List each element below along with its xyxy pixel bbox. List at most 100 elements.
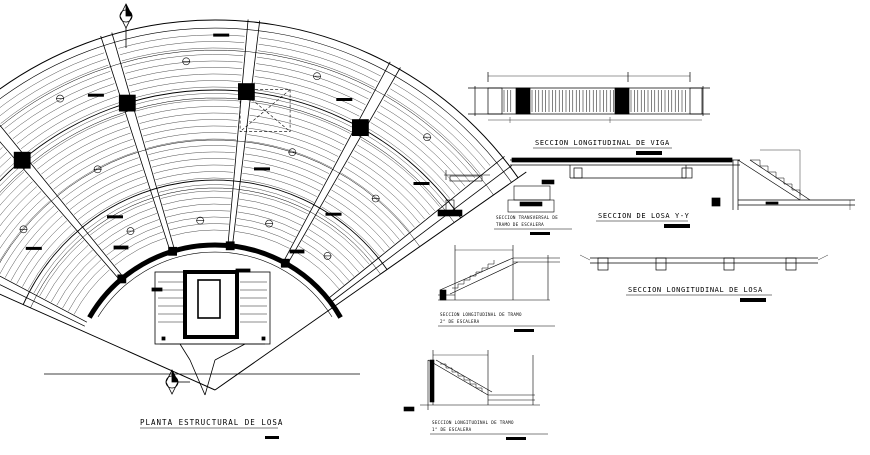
slab-joist — [94, 206, 155, 241]
slab-joist — [324, 201, 385, 253]
slab-joist — [373, 116, 461, 191]
slab-joist — [86, 194, 151, 230]
slab-joist — [364, 133, 445, 203]
slab-joist — [305, 234, 355, 277]
slab-joist — [0, 58, 107, 116]
slab-joist — [337, 178, 405, 236]
slab-long-section-drawing — [579, 254, 829, 271]
plan-edge-line — [214, 171, 527, 391]
section-viga-title: SECCION LONGITUDINAL DE VIGA — [535, 139, 670, 147]
plan-scale-bar — [265, 436, 279, 439]
section-losa-long-title: SECCION LONGITUDINAL DE LOSA — [628, 286, 763, 294]
slab-joist — [49, 139, 133, 185]
slab-joist — [68, 264, 106, 312]
slab-joist — [169, 223, 229, 230]
slab-joist — [69, 169, 143, 210]
slab-opening-diagonal — [239, 89, 291, 132]
stair-column — [168, 246, 178, 256]
slab-joist — [65, 163, 141, 205]
section-tramo1-line1: SECCION LONGITUDINAL DE TRAMO — [432, 420, 514, 425]
ring-beam-arc — [0, 49, 494, 196]
slab-joist — [256, 56, 372, 94]
radial-beam-line — [0, 275, 88, 323]
slab-joist — [45, 132, 131, 180]
radial-beam-line — [227, 19, 249, 246]
slab-joist — [135, 99, 240, 112]
section-marker-top — [119, 3, 133, 48]
slab-joist — [354, 150, 430, 216]
slab-joist — [16, 220, 67, 284]
structural-column — [118, 94, 136, 112]
slab-joist — [240, 185, 311, 209]
slab-joist — [252, 95, 354, 128]
inner-curved-beam — [87, 242, 343, 319]
slab-joist — [0, 171, 25, 196]
slab-joist — [0, 161, 16, 177]
slab-joist — [244, 153, 327, 180]
ring-beam-arc — [0, 27, 512, 183]
slab-joist — [155, 171, 234, 180]
radial-beam-line — [232, 20, 261, 247]
slab-joist — [20, 95, 119, 149]
slab-joist — [239, 198, 305, 220]
slab-joist — [357, 144, 435, 211]
slab-joist — [22, 225, 72, 287]
slab-joist — [132, 86, 241, 99]
slab-joist — [0, 52, 105, 108]
slab-joist — [242, 173, 317, 197]
slab-joist — [295, 251, 340, 290]
slab-joist — [102, 219, 159, 251]
slab-joist — [171, 229, 229, 237]
slab-joist — [127, 67, 243, 80]
dimension-tag — [107, 215, 123, 219]
section-transversal-line1: SECCION TRANSVERSAL DE — [496, 215, 558, 220]
slab-joist — [257, 50, 375, 88]
radial-beam-line — [100, 35, 171, 253]
ring-beam-arc — [22, 179, 388, 305]
slab-joist — [315, 217, 370, 265]
section-losa-yy-title: SECCION DE LOSA Y-Y — [598, 212, 690, 220]
slab-joist — [347, 161, 420, 224]
beam-stirrups — [503, 90, 686, 112]
slab-joist — [123, 54, 244, 68]
slab-joist — [308, 229, 360, 273]
slab-joist — [121, 47, 244, 62]
slab-joist — [157, 177, 233, 187]
slab-joist — [158, 184, 233, 193]
section-losa-yy-scale-bar — [664, 224, 690, 228]
radial-beam-line — [0, 141, 121, 281]
slab-joist — [146, 138, 237, 149]
radial-beam-line — [0, 284, 85, 327]
slab-joist — [0, 152, 8, 159]
slab-joist — [8, 77, 113, 134]
slab-joist — [144, 132, 237, 143]
slab-joist — [248, 127, 339, 157]
slab-joist — [29, 108, 123, 160]
slab-joist — [73, 176, 145, 215]
dimension-tag — [336, 98, 353, 101]
section-transversal-line2: TRAMO DE ESCALERA — [496, 222, 544, 227]
slab-joist — [253, 82, 360, 117]
slab-joist — [134, 93, 240, 105]
slab-joist — [0, 156, 12, 168]
slab-joist — [367, 127, 450, 199]
slab-joist — [16, 89, 117, 144]
detail-marks — [19, 33, 432, 260]
slab-joist — [0, 166, 20, 187]
slab-joist — [259, 37, 381, 77]
slab-joist — [250, 108, 348, 140]
section-marker-bottom — [165, 369, 190, 395]
plan-title: PLANTA ESTRUCTURAL DE LOSA — [140, 418, 283, 427]
slab-joist — [118, 34, 245, 49]
slab-joist — [331, 189, 395, 244]
slab-joist — [235, 231, 290, 249]
section-tramo2-line1: SECCION LONGITUDINAL DE TRAMO — [440, 312, 522, 317]
stair-flight-2-section-drawing — [438, 245, 560, 301]
beam-section-drawing — [468, 72, 710, 123]
section-tramo1-scale-bar — [506, 437, 526, 440]
slab-joist — [239, 192, 308, 215]
slab-joist — [258, 44, 378, 82]
slab-joist — [0, 176, 29, 206]
slab-joist — [254, 76, 363, 111]
